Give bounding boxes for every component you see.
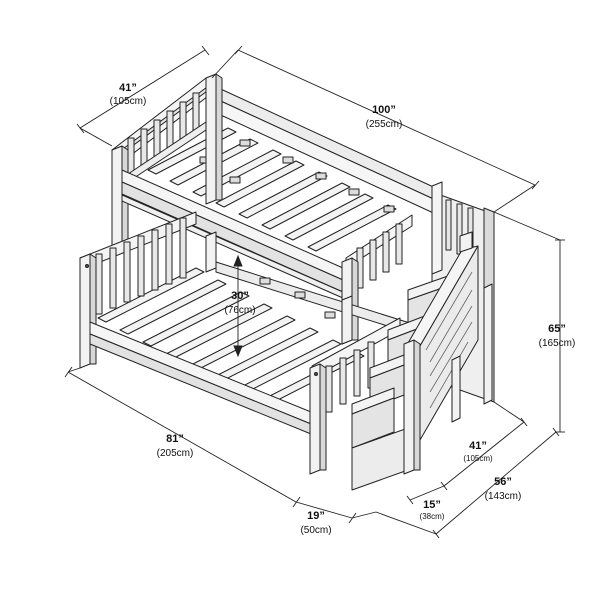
- bottom-length-inches: 81”: [166, 433, 184, 445]
- height-cm: (165cm): [539, 338, 576, 349]
- gap-cm: (76cm): [224, 305, 255, 316]
- total-width-inches: 56”: [494, 476, 512, 488]
- overhang-cm: (50cm): [300, 525, 331, 536]
- stairs-width-cm: (105cm): [463, 454, 493, 463]
- inner-legs: [205, 231, 353, 345]
- staircase-posts: [403, 283, 493, 475]
- overhang-inches: 19”: [307, 510, 325, 522]
- height-inches: 65”: [548, 323, 566, 335]
- dimension-lines: [64, 45, 565, 539]
- bottom-length-cm: (205cm): [157, 448, 194, 459]
- stairs-depth-cm: (38cm): [420, 512, 445, 521]
- bottom-right-post: [309, 363, 327, 475]
- gap-inches: 30”: [231, 290, 249, 302]
- stairs-width-inches: 41”: [469, 440, 487, 452]
- bottom-bunk-headboard: [79, 211, 197, 315]
- length-inches: 100”: [372, 104, 396, 116]
- top-width-inches: 41”: [119, 82, 137, 94]
- length-cm: (255cm): [366, 119, 403, 130]
- dimension-labels: 41” (105cm) 100” (255cm) 65” (165cm) 30”…: [110, 82, 576, 536]
- top-width-cm: (105cm): [110, 96, 147, 107]
- bunk-bed-illustration: [79, 73, 495, 491]
- bottom-bunk-guard-rail: [311, 317, 401, 413]
- top-bunk-headboard: [111, 77, 217, 187]
- stairs-depth-inches: 15”: [423, 499, 441, 511]
- top-bunk-guard-rail: [345, 214, 413, 289]
- staircase-railing: [403, 231, 479, 441]
- bottom-left-post: [79, 253, 97, 369]
- total-width-cm: (143cm): [485, 491, 522, 502]
